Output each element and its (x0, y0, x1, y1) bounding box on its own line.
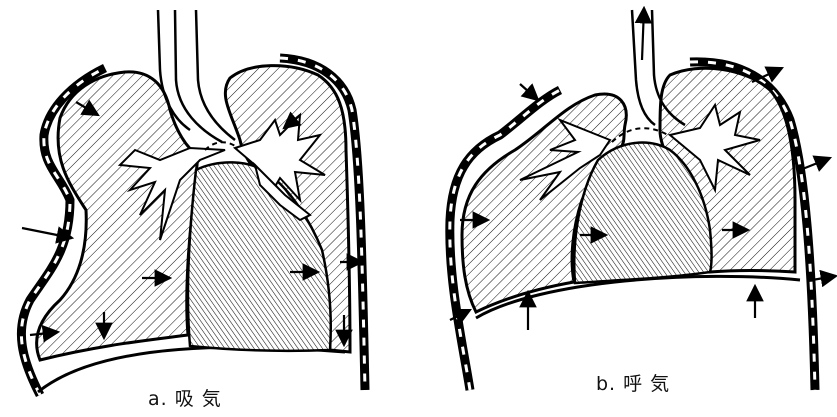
panel-a-inspiration (21, 10, 365, 395)
panel-b-expiration (450, 8, 836, 390)
panel-b-caption: b. 呼 気 (596, 369, 670, 396)
panel-a-caption: a. 吸 気 (148, 384, 222, 411)
